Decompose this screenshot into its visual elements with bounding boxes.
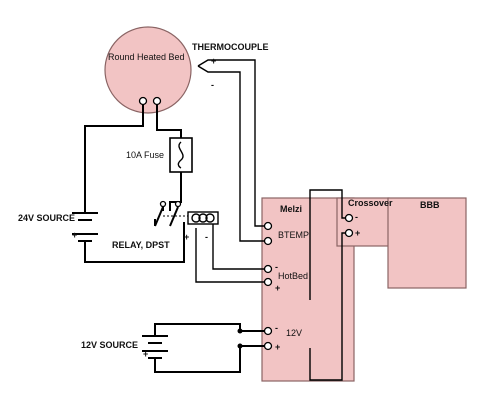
relay-minus-mark: -: [205, 232, 208, 242]
relay-coil-loop-3: [205, 213, 215, 223]
crossover-label: Crossover: [348, 198, 393, 208]
junction-dot-12v-top: [237, 328, 243, 334]
heated-bed-label: Round Heated Bed: [108, 52, 185, 62]
source-12v-top-wire: [154, 323, 268, 336]
hotbed-minus-mark: -: [275, 262, 278, 272]
v12-minus-mark: -: [275, 323, 278, 333]
relay-coil-loop-2: [198, 213, 208, 223]
source-24v-label: 24V SOURCE: [18, 213, 75, 223]
coil-to-hotbed-minus: [212, 220, 268, 270]
hotbed-label: HotBed: [278, 271, 308, 281]
hotbed-terminal-minus: [263, 264, 273, 274]
thermocouple-plus-mark: +: [211, 56, 216, 66]
melzi-label: Melzi: [280, 204, 302, 214]
relay-coil-loop-1: [191, 213, 201, 223]
source-24v-plus-mark: +: [72, 230, 77, 240]
fuse-label: 10A Fuse: [126, 150, 164, 160]
thermocouple-label: THERMOCOUPLE: [192, 42, 269, 52]
source-12v-label: 12V SOURCE: [81, 340, 138, 350]
v12-terminal-plus: [263, 341, 273, 351]
relay-coil-box: [187, 211, 219, 225]
v12-label: 12V: [286, 328, 302, 338]
bbb-label: BBB: [420, 200, 440, 210]
v12-plus-mark: +: [275, 342, 280, 352]
crossover-board: [336, 197, 390, 247]
crossover-loop-wire: [309, 189, 349, 300]
hotbed-plus-mark: +: [275, 283, 280, 293]
thermocouple-lead-plus: [197, 59, 268, 227]
bed-wire-left: [84, 101, 144, 213]
source-24v-bottom-wire: [84, 222, 185, 263]
bed-terminal-right: [152, 96, 162, 106]
fuse-body: [169, 137, 193, 173]
relay-contact-1: [159, 200, 167, 208]
thermocouple-minus-mark: -: [211, 80, 214, 90]
source-12v-plus-mark: +: [143, 349, 148, 359]
btemp-label: BTEMP: [278, 230, 309, 240]
crossover-return-wire: [309, 232, 349, 381]
relay-contact-2: [174, 200, 182, 208]
crossover-terminal-minus: [344, 213, 354, 223]
crossover-minus-mark: -: [355, 212, 358, 222]
hotbed-terminal-plus: [263, 277, 273, 287]
v12-terminal-minus: [263, 326, 273, 336]
btemp-terminal-2: [263, 236, 273, 246]
crossover-plus-mark: +: [355, 228, 360, 238]
bbb-board: [387, 197, 467, 289]
round-heated-bed: [104, 26, 192, 114]
bed-wire-right: [156, 101, 182, 138]
source-12v-bottom-wire: [154, 345, 268, 373]
relay-switch-blade-2: [169, 206, 179, 227]
coil-to-hotbed-plus: [195, 228, 268, 283]
crossover-terminal-plus: [344, 228, 354, 238]
relay-label: RELAY, DPST: [112, 240, 170, 250]
junction-dot-12v-bottom: [237, 343, 243, 349]
fuse-element: [177, 141, 184, 169]
fuse-to-relay-wire: [169, 172, 182, 211]
btemp-terminal-1: [263, 221, 273, 231]
relay-plus-mark: +: [184, 232, 189, 242]
bed-terminal-left: [138, 96, 148, 106]
relay-switch-blade-1: [154, 206, 164, 227]
thermocouple-lead-minus: [197, 65, 268, 242]
